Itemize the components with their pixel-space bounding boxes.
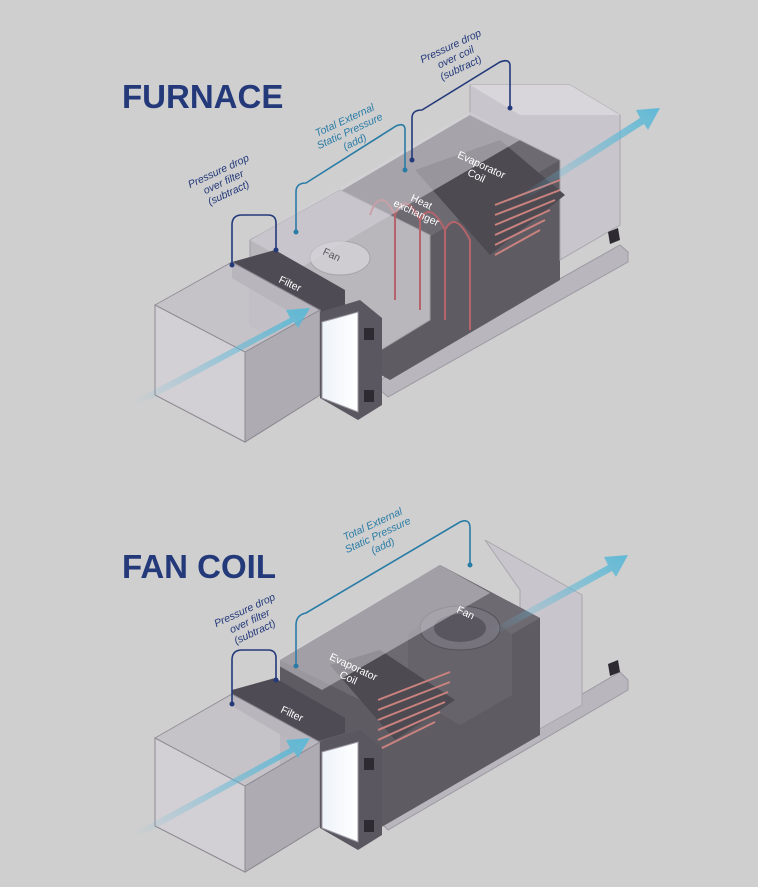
svg-text:Pressure dropover filter(subtr: Pressure dropover filter(subtract) <box>186 152 261 213</box>
svg-text:Total ExternalStatic Pressure(: Total ExternalStatic Pressure(add) <box>310 100 390 163</box>
fancoil-airflow-in <box>135 738 310 837</box>
furnace-outlet-icon <box>608 228 620 244</box>
fancoil-filter-note: Pressure dropover filter(subtract) <box>212 591 287 652</box>
furnace-filter-note: Pressure dropover filter(subtract) <box>186 152 261 213</box>
furnace-static-note: Total ExternalStatic Pressure(add) <box>310 100 390 163</box>
fancoil-callouts <box>229 520 473 707</box>
fancoil-unit <box>135 539 629 873</box>
svg-text:Pressure dropover coil(subtrac: Pressure dropover coil(subtract) <box>418 27 493 88</box>
svg-text:Total ExternalStatic Pressure(: Total ExternalStatic Pressure(add) <box>338 504 418 567</box>
fancoil-filter-cartridge <box>320 730 382 850</box>
furnace-filter-cartridge <box>320 300 382 420</box>
furnace-callouts <box>229 59 513 268</box>
furnace-filter-strip <box>232 250 345 318</box>
furnace-airflow-in <box>135 308 310 405</box>
fancoil-static-note: Total ExternalStatic Pressure(add) <box>338 504 418 567</box>
svg-text:Pressure dropover filter(subtr: Pressure dropover filter(subtract) <box>212 591 287 652</box>
furnace-airflow-out <box>520 108 660 200</box>
furnace-unit <box>135 84 660 443</box>
fancoil-filter-strip <box>232 678 345 746</box>
furnace-coil-note: Pressure dropover coil(subtract) <box>418 27 493 88</box>
fancoil-airflow-out <box>490 555 628 635</box>
fancoil-outlet-icon <box>608 660 620 676</box>
furnace-title: FURNACE <box>122 78 283 115</box>
fancoil-evap-coil <box>330 650 455 751</box>
fancoil-title: FAN COIL <box>122 548 276 585</box>
